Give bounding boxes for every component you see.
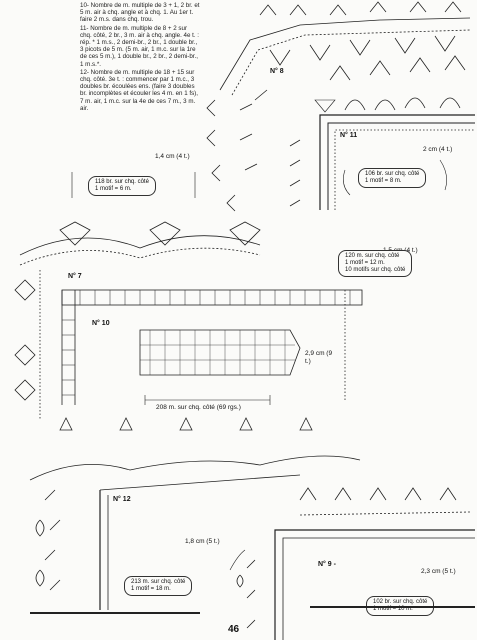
instruction-12: 12- Nombre de m. multiple de 18 + 15 sur… <box>80 68 198 112</box>
label-n9: N° 9 - <box>318 561 336 568</box>
label-n11: N° 11 <box>340 132 358 139</box>
box-line: 1 motif = 12 m. <box>345 260 385 266</box>
box-line: 213 m. sur chq. côté <box>131 579 186 585</box>
box-line: 102 br. sur chq. côté <box>373 599 428 605</box>
info-box-3: 120 m. sur chq. côté 1 motif = 12 m. 10 … <box>338 250 413 277</box>
diagram-n12 <box>29 417 361 610</box>
diagram-n11 <box>289 97 475 210</box>
box-line: 120 m. sur chq. côté <box>345 253 400 259</box>
info-box-4: 213 m. sur chq. côté 1 motif = 18 m. <box>124 576 193 596</box>
label-n10: N° 10 <box>92 320 110 327</box>
label-n8: N° 8 <box>270 68 284 75</box>
box-line: 10 motifs sur chq. côté <box>345 267 406 273</box>
diagram-n10 <box>61 289 363 405</box>
measure-2cm: 2 cm (4 t.) <box>423 146 453 153</box>
measure-2-9cm: 2,9 cm (9 t.) <box>305 350 333 365</box>
footer-rule-left <box>30 612 200 614</box>
measure-2-3cm: 2,3 cm (5 t.) <box>421 568 456 575</box>
box-line: 1 motif = 18 m. <box>131 586 171 592</box>
label-n7: N° 7 <box>68 273 82 280</box>
info-box-2: 106 br. sur chq. côté 1 motif = 8 m. <box>358 168 427 188</box>
measure-1-8cm: 1,8 cm (5 t.) <box>185 538 220 545</box>
measure-208m: 208 m. sur chq. côté (69 rgs.) <box>156 404 241 411</box>
diagram-n7 <box>14 221 261 420</box>
measure-1-4cm: 1,4 cm (4 t.) <box>155 153 190 160</box>
info-box-1: 118 br. sur chq. côté 1 motif = 6 m. <box>88 176 156 196</box>
instruction-11: 11- Nombre de m. multiple de 8 + 2 sur c… <box>80 24 200 68</box>
box-line: 118 br. sur chq. côté <box>95 179 149 185</box>
box-line: 1 motif = 8 m. <box>365 178 402 184</box>
box-line: 106 br. sur chq. côté <box>365 171 420 177</box>
box-line: 1 motif = 6 m. <box>95 186 132 192</box>
box-line: 1 motif = 10 m. <box>373 606 413 612</box>
pattern-instructions: 10- Nombre de m. multiple de 3 + 1, 2 br… <box>80 2 200 113</box>
diagram-n8 <box>206 1 471 212</box>
label-n12: N° 12 <box>113 496 131 503</box>
footer-rule-right <box>310 606 475 608</box>
page-number: 46 <box>228 624 240 635</box>
diagram-n9 <box>236 487 475 640</box>
instruction-10: 10- Nombre de m. multiple de 3 + 1, 2 br… <box>80 2 200 24</box>
